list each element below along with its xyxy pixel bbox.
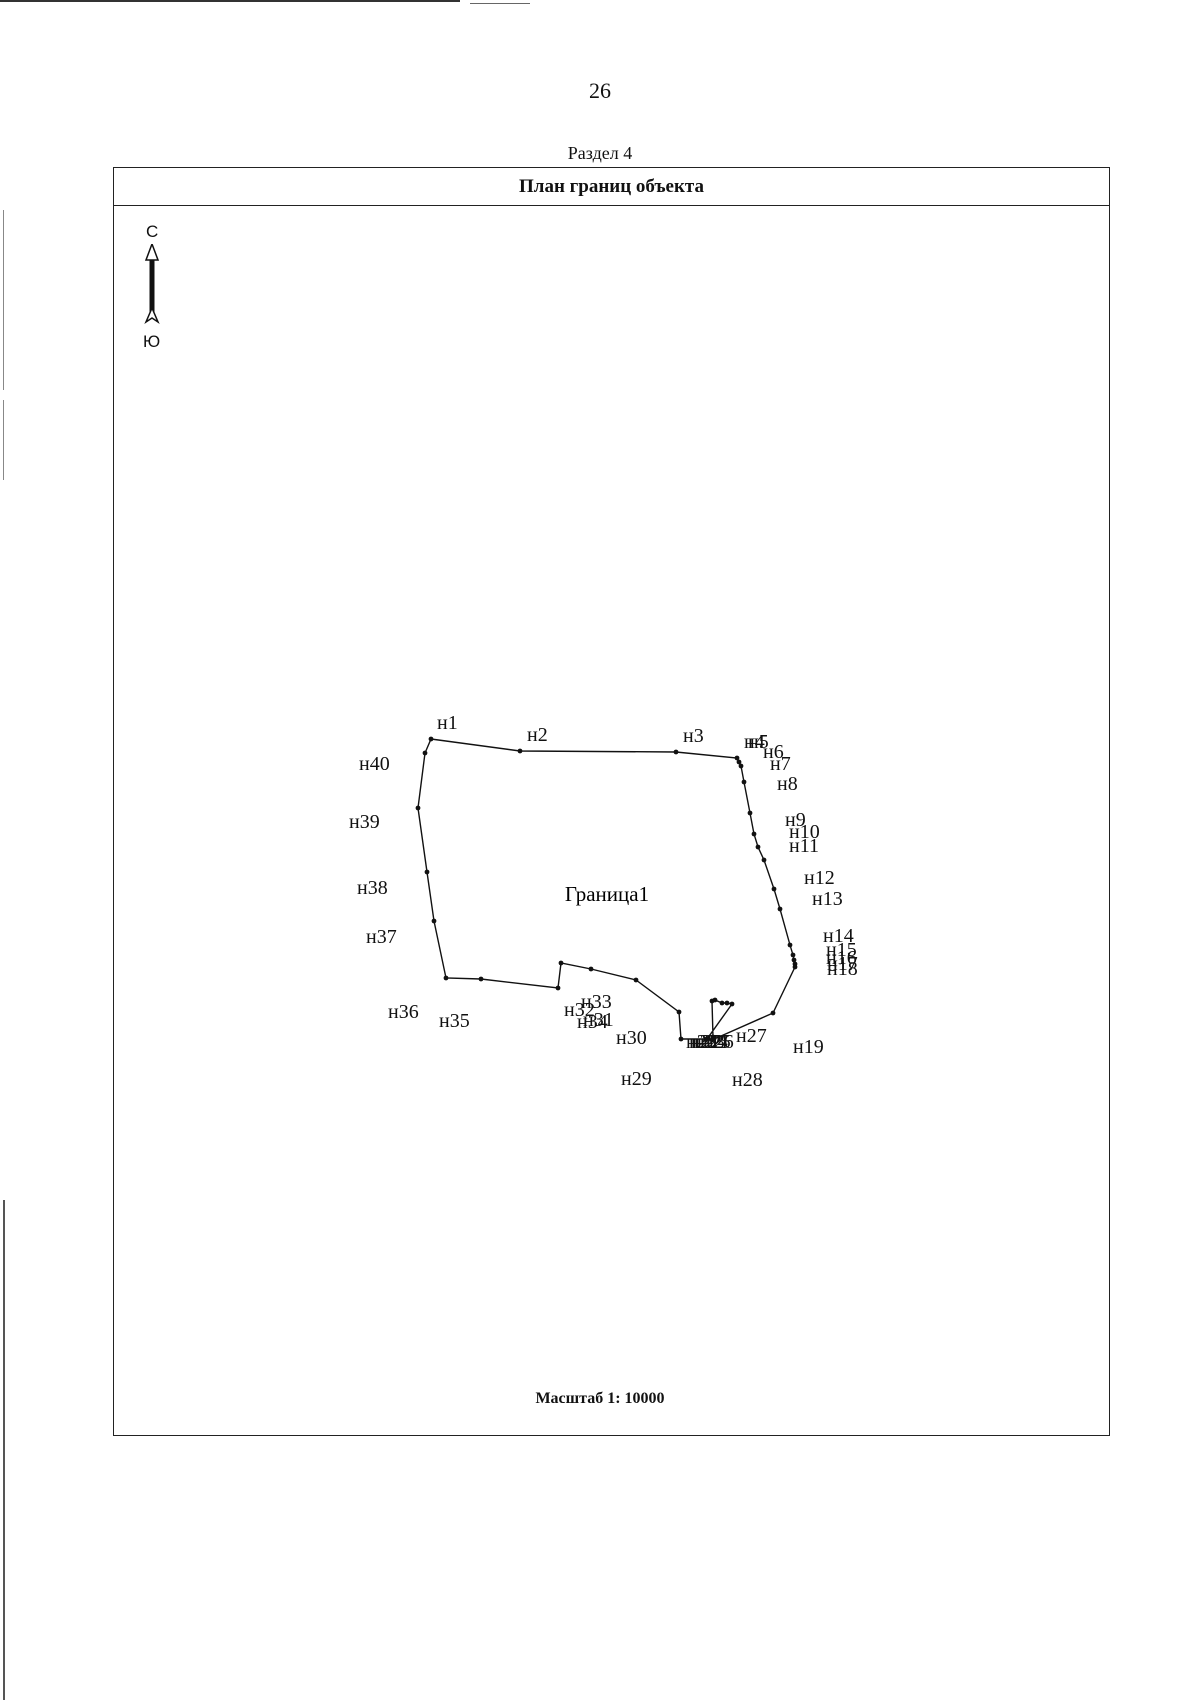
vertex-label-н2: н2 [527,724,548,746]
boundary-vertex-н1 [428,736,434,742]
vertex-label-н4: н4 [744,731,765,753]
boundary-vertex-н11 [761,857,767,863]
parcel-name: Граница1 [565,882,649,906]
boundary-vertex-н19 [770,1010,776,1016]
boundary-vertex-н37 [431,918,437,924]
scan-edge-mark [3,400,4,480]
vertex-label-н27: н27 [736,1025,767,1047]
boundary-vertex-н36 [443,975,449,981]
boundary-vertex-н31 [633,977,639,983]
vertex-label-н20: н20 [686,1031,717,1053]
scale-label: Масштаб 1: 10000 [535,1390,665,1407]
boundary-vertex-н26 [729,1001,735,1007]
boundary-vertex-н28 [704,1036,710,1042]
boundary-vertex-н23 [712,997,718,1003]
vertex-label-н14: н14 [823,925,854,947]
boundary-vertex-н2 [517,748,523,754]
vertex-label-н10: н10 [789,821,820,843]
plan-frame: План границ объекта [113,167,1110,1436]
north-arrow-icon [144,244,160,325]
north-arrow: С Ю [137,222,167,352]
boundary-vertex-н13 [777,906,783,912]
vertex-label-н6: н6 [763,741,784,763]
scan-border-line [470,3,530,4]
vertex-label-н29: н29 [621,1068,652,1090]
vertex-label-н25: н25 [700,1031,731,1053]
vertex-label-н11: н11 [789,835,819,857]
vertex-label-н1: н1 [437,712,458,734]
boundary-vertex-н21 [710,1034,716,1040]
vertex-label-н18: н18 [827,958,858,980]
boundary-vertex-н14 [787,942,793,948]
vertex-label-н39: н39 [349,811,380,833]
boundary-vertex-н16 [791,957,797,963]
boundary-vertex-н12 [771,886,777,892]
vertex-label-н5: н5 [748,731,769,753]
boundary-vertex-н7 [741,779,747,785]
scan-edge-mark [3,1200,5,1700]
section-label: Раздел 4 [567,143,633,163]
vertex-label-н16: н16 [826,947,857,969]
plan-title: План границ объекта [114,168,1109,206]
boundary-vertex-н35 [478,976,484,982]
boundary-vertex-н33 [558,960,564,966]
vertex-label-н30: н30 [616,1027,647,1049]
boundary-vertex-н9 [751,831,757,837]
scan-border-line [0,0,460,2]
vertex-label-н24: н24 [697,1031,728,1053]
page-number: 26 [589,78,611,103]
vertex-label-н23: н23 [694,1031,725,1053]
vertex-label-н3: н3 [683,725,704,747]
boundary-vertex-н39 [415,805,421,811]
vertex-label-н19: н19 [793,1036,824,1058]
boundary-vertex-н29 [678,1036,684,1042]
north-label: С [146,222,159,241]
scan-edge-mark [3,210,4,390]
boundary-vertex-н10 [755,844,761,850]
vertex-label-н28: н28 [732,1069,763,1091]
vertex-label-н8: н8 [777,773,798,795]
vertex-label-н38: н38 [357,877,388,899]
vertex-label-н21: н21 [689,1031,720,1053]
boundary-vertex-н38 [424,869,430,875]
vertex-label-н17: н17 [827,953,858,975]
boundary-vertex-н6 [738,763,744,769]
boundary-vertex-н25 [724,1000,730,1006]
vertex-label-н12: н12 [804,867,835,889]
boundary-vertex-н15 [790,952,796,958]
boundary-vertex-н8 [747,810,753,816]
boundary-vertex-н18 [792,964,798,970]
vertex-label-н37: н37 [366,926,397,948]
vertex-label-н31: н31 [583,1009,614,1031]
vertex-label-н15: н15 [826,939,857,961]
vertex-label-н35: н35 [439,1010,470,1032]
boundary-vertex-н34 [555,985,561,991]
boundary-vertex-н30 [676,1009,682,1015]
boundary-vertex-н5 [736,759,742,765]
vertex-label-н9: н9 [785,809,806,831]
vertex-label-н13: н13 [812,888,843,910]
vertex-label-н26: н26 [703,1031,734,1053]
boundary-vertex-н40 [422,750,428,756]
vertex-label-н22: н22 [691,1031,722,1053]
vertex-label-н7: н7 [770,753,791,775]
boundary-vertex-н3 [673,749,679,755]
south-label: Ю [143,332,161,351]
vertex-label-н40: н40 [359,753,390,775]
vertex-label-н33: н33 [581,991,612,1013]
vertex-label-н36: н36 [388,1001,419,1023]
boundary-vertex-н24 [719,1000,725,1006]
boundary-vertex-н4 [734,755,740,761]
vertex-label-н32: н32 [564,999,595,1021]
boundary-vertex-н32 [588,966,594,972]
vertex-label-н34: н34 [577,1011,608,1033]
